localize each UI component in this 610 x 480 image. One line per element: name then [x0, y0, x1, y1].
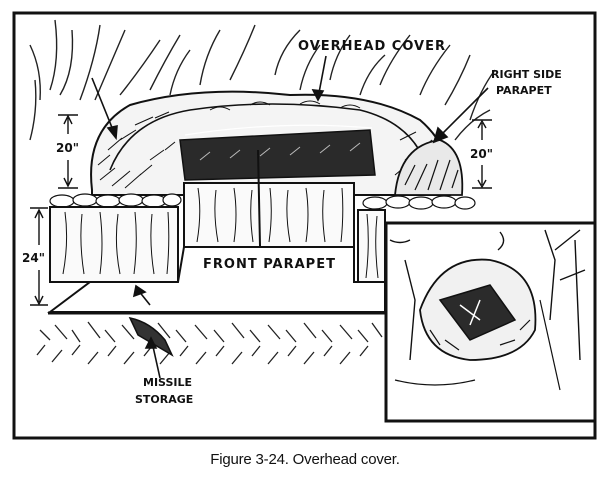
front-parapet-wall: [183, 149, 355, 248]
missile-storage-label-line2: STORAGE: [135, 393, 193, 406]
right-parapet-wall: [357, 209, 386, 283]
left-parapet-wall: [49, 206, 179, 283]
dimension-left-side: [30, 207, 48, 306]
dimension-left-top: [58, 114, 78, 189]
dimension-left-top-label: 20": [56, 141, 79, 155]
dimension-right-top-label: 20": [470, 147, 493, 161]
leader-arrows: [91, 55, 489, 379]
inset-panel: [384, 221, 597, 423]
overhead-cover-mound: [90, 90, 452, 196]
dimension-right-top: [472, 119, 492, 189]
figure-caption: Figure 3-24. Overhead cover.: [210, 451, 400, 468]
sandbags-right: [362, 195, 476, 210]
right-side-parapet-label-line1: RIGHT SIDE: [491, 68, 562, 81]
right-side-parapet-label-line2: PARAPET: [496, 84, 552, 97]
sandbags-left: [49, 193, 182, 208]
missile-storage-label-line1: MISSILE: [143, 376, 192, 389]
front-parapet-label: FRONT PARAPET: [203, 257, 336, 272]
overhead-cover-label: OVERHEAD COVER: [298, 39, 446, 54]
ground-texture: [36, 321, 383, 365]
dimension-left-side-label: 24": [22, 251, 45, 265]
